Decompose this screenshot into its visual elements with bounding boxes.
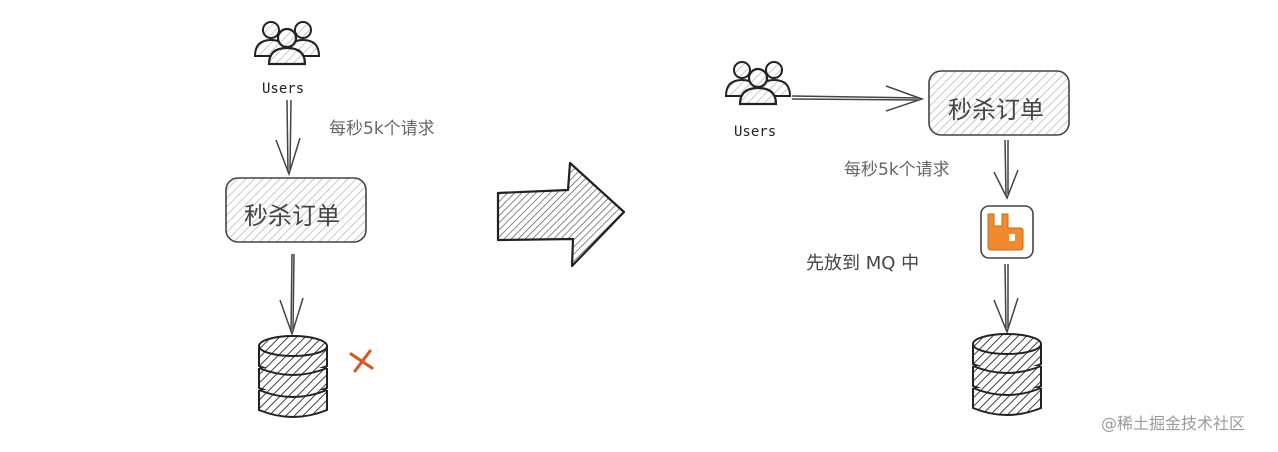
left-service-box: [225, 177, 367, 243]
right-users-label: Users: [734, 124, 777, 140]
right-mq-label: 先放到 MQ 中: [806, 253, 920, 274]
right-users-icon: [724, 60, 792, 106]
right-arrow-service-to-mq: [993, 139, 1019, 200]
watermark: @稀土掘金技术社区: [1101, 414, 1246, 433]
right-rate-label: 每秒5k个请求: [844, 160, 950, 180]
big-right-arrow-icon: [496, 161, 626, 268]
right-service-label: 秒杀订单: [948, 96, 1044, 124]
right-service-box: [928, 70, 1070, 136]
rabbitmq-icon: [980, 205, 1034, 259]
left-arrow-users-to-service: [275, 99, 301, 177]
right-arrow-users-to-service: [791, 85, 925, 112]
right-arrow-mq-to-db: [993, 263, 1019, 335]
left-users-label: Users: [262, 81, 305, 97]
left-rate-label: 每秒5k个请求: [329, 119, 435, 139]
left-users-icon: [253, 20, 321, 66]
left-service-label: 秒杀订单: [244, 202, 340, 230]
left-arrow-service-to-db: [279, 253, 304, 337]
right-database-icon: [972, 333, 1042, 416]
left-database-icon: [258, 335, 328, 418]
cross-icon: [349, 349, 374, 373]
